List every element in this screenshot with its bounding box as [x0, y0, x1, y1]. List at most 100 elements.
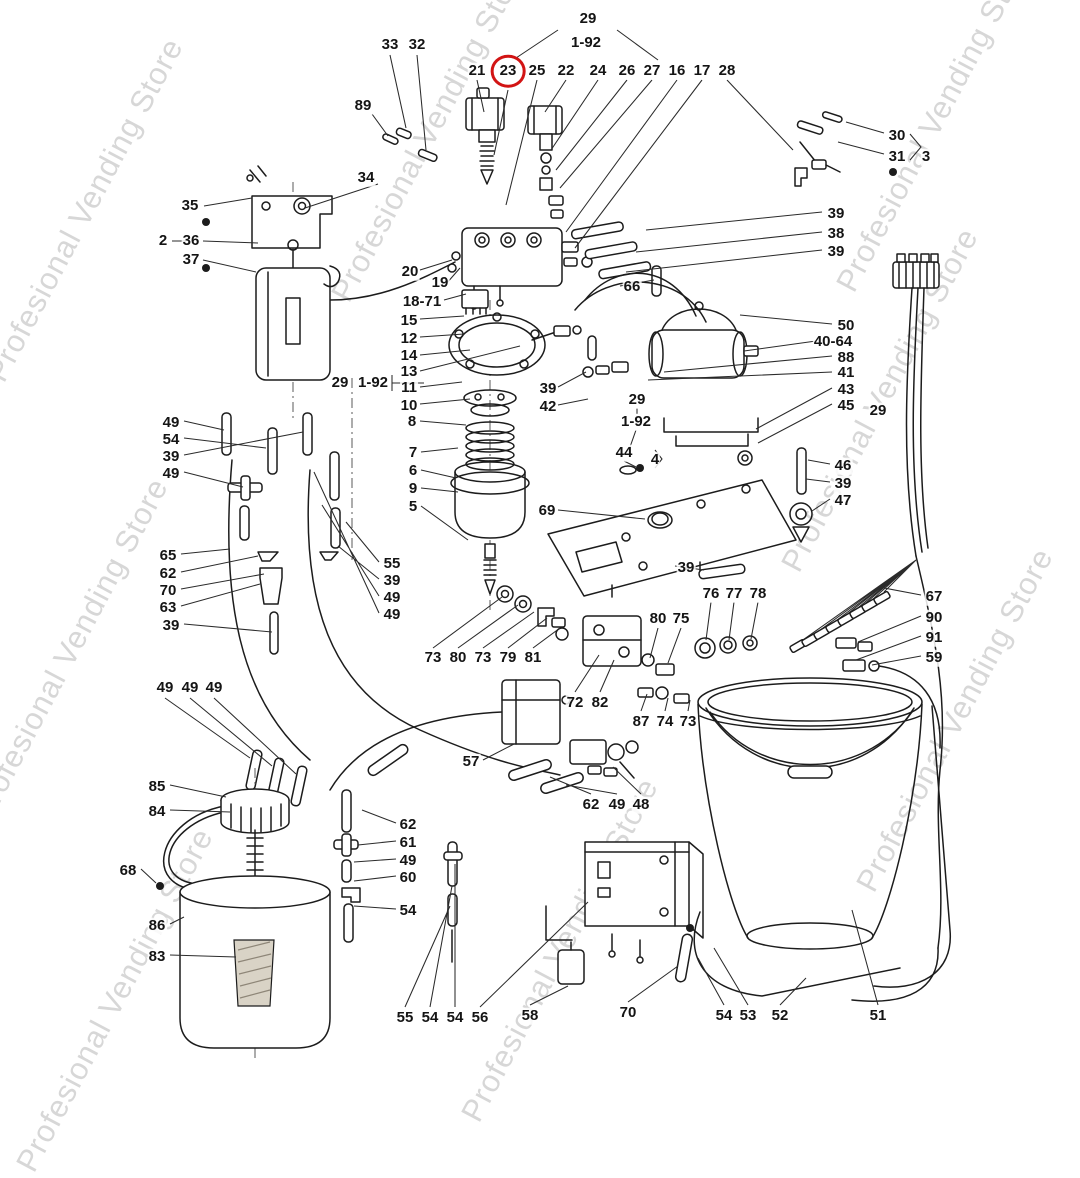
part-number-22: 22 — [556, 61, 576, 80]
part-number-60: 60 — [398, 868, 418, 887]
cable-harness-drawing — [789, 253, 944, 949]
part-number-87: 87 — [631, 712, 651, 731]
part-number-80: 80 — [648, 609, 668, 628]
part-number-48: 48 — [631, 795, 651, 814]
pins-33-32-89-drawing — [382, 127, 438, 162]
part-number-85: 85 — [147, 777, 167, 796]
inlet-assembly-drawing — [246, 165, 341, 420]
part-number-54: 54 — [714, 1006, 734, 1025]
part-number-10: 10 — [399, 396, 419, 415]
part-number-25: 25 — [527, 61, 547, 80]
part-number-78: 78 — [748, 584, 768, 603]
part-number-65: 65 — [158, 546, 178, 565]
part-number-27: 27 — [642, 61, 662, 80]
part-number-51: 51 — [868, 1006, 888, 1025]
part-number-5: 5 — [407, 497, 419, 516]
part-number-12: 12 — [399, 329, 419, 348]
part-number-37: 37 — [181, 250, 201, 269]
part-number-90: 90 — [924, 608, 944, 627]
part-number-11: 11 — [400, 378, 418, 397]
part-number-39: 39 — [161, 616, 181, 635]
part-number-21: 21 — [467, 61, 487, 80]
part-number-3: 3 — [920, 147, 932, 166]
part-number-46: 46 — [833, 456, 853, 475]
part-number-54: 54 — [161, 430, 181, 449]
part-number-80: 80 — [448, 648, 468, 667]
part-number-39: 39 — [826, 204, 846, 223]
leader-lines — [140, 29, 922, 1008]
part-number-40-64: 40-64 — [812, 332, 854, 351]
part-number-29: 29 — [868, 401, 888, 420]
part-number-72: 72 — [565, 693, 585, 712]
part-number-7: 7 — [407, 443, 419, 462]
part-number-39: 39 — [161, 447, 181, 466]
part-number-39: 39 — [676, 558, 696, 577]
part-number-4: 4 — [649, 450, 661, 469]
mounting-tray-drawing — [547, 479, 797, 598]
part-number-8: 8 — [406, 412, 418, 431]
part-number-54: 54 — [445, 1008, 465, 1027]
part-number-34: 34 — [356, 168, 376, 187]
fittings-cluster-drawing — [637, 635, 941, 749]
part-number-41: 41 — [836, 363, 856, 382]
part-number-24: 24 — [588, 61, 608, 80]
part-number-52: 52 — [770, 1006, 790, 1025]
part-number-47: 47 — [833, 491, 853, 510]
part-number-20: 20 — [400, 262, 420, 281]
part-number-49: 49 — [382, 605, 402, 624]
part-number-73: 73 — [473, 648, 493, 667]
part-number-62: 62 — [158, 564, 178, 583]
part-number-49: 49 — [180, 678, 200, 697]
part-number-63: 63 — [158, 598, 178, 617]
part-number-35: 35 — [180, 196, 200, 215]
part-number-81: 81 — [523, 648, 543, 667]
part-number-56: 56 — [470, 1008, 490, 1027]
part-number-13: 13 — [399, 362, 419, 381]
part-number-73: 73 — [423, 648, 443, 667]
part-number-42: 42 — [538, 397, 558, 416]
left-tubes-filter-drawing — [221, 378, 353, 655]
part-number-17: 17 — [692, 61, 712, 80]
part-number-30: 30 — [887, 126, 907, 145]
part-number-28: 28 — [717, 61, 737, 80]
part-number-9: 9 — [407, 479, 419, 498]
part-number-23: 23 — [490, 54, 526, 88]
part-number-18-71: 18-71 — [401, 292, 443, 311]
part-number-83: 83 — [147, 947, 167, 966]
part-number-79: 79 — [498, 648, 518, 667]
part-number-31: 31 — [887, 147, 907, 166]
part-number-62: 62 — [581, 795, 601, 814]
part-number-49: 49 — [155, 678, 175, 697]
part-number-89: 89 — [353, 96, 373, 115]
part-number-1-92: 1-92 — [619, 412, 653, 431]
pump-assembly-drawing — [574, 272, 759, 379]
part-number-29: 29 — [330, 373, 350, 392]
part-number-55: 55 — [395, 1008, 415, 1027]
part-number-77: 77 — [724, 584, 744, 603]
part-number-49: 49 — [382, 588, 402, 607]
part-number-1-92: 1-92 — [356, 373, 390, 392]
tubes-62-49-drawing — [245, 749, 584, 807]
part-number-74: 74 — [655, 712, 675, 731]
part-number-76: 76 — [701, 584, 721, 603]
part-number-49: 49 — [161, 413, 181, 432]
part-number-49: 49 — [607, 795, 627, 814]
boiler-assembly-drawing — [448, 300, 582, 612]
part-number-50: 50 — [836, 316, 856, 335]
part-number-67: 67 — [924, 587, 944, 606]
part-number-39: 39 — [833, 474, 853, 493]
part-number-49: 49 — [161, 464, 181, 483]
part-number-33: 33 — [380, 35, 400, 54]
part-number-29: 29 — [578, 9, 598, 28]
part-number-73: 73 — [678, 712, 698, 731]
part-number-1-92: 1-92 — [569, 33, 603, 52]
solenoid-coils-drawing — [465, 87, 564, 219]
part-number-54: 54 — [398, 901, 418, 920]
part-number-69: 69 — [537, 501, 557, 520]
bracket-box-drawing — [545, 841, 704, 985]
exploded-view-artwork — [140, 29, 951, 1062]
part-number-43: 43 — [836, 380, 856, 399]
part-number-36: 36 — [181, 231, 201, 250]
part-number-19: 19 — [430, 273, 450, 292]
